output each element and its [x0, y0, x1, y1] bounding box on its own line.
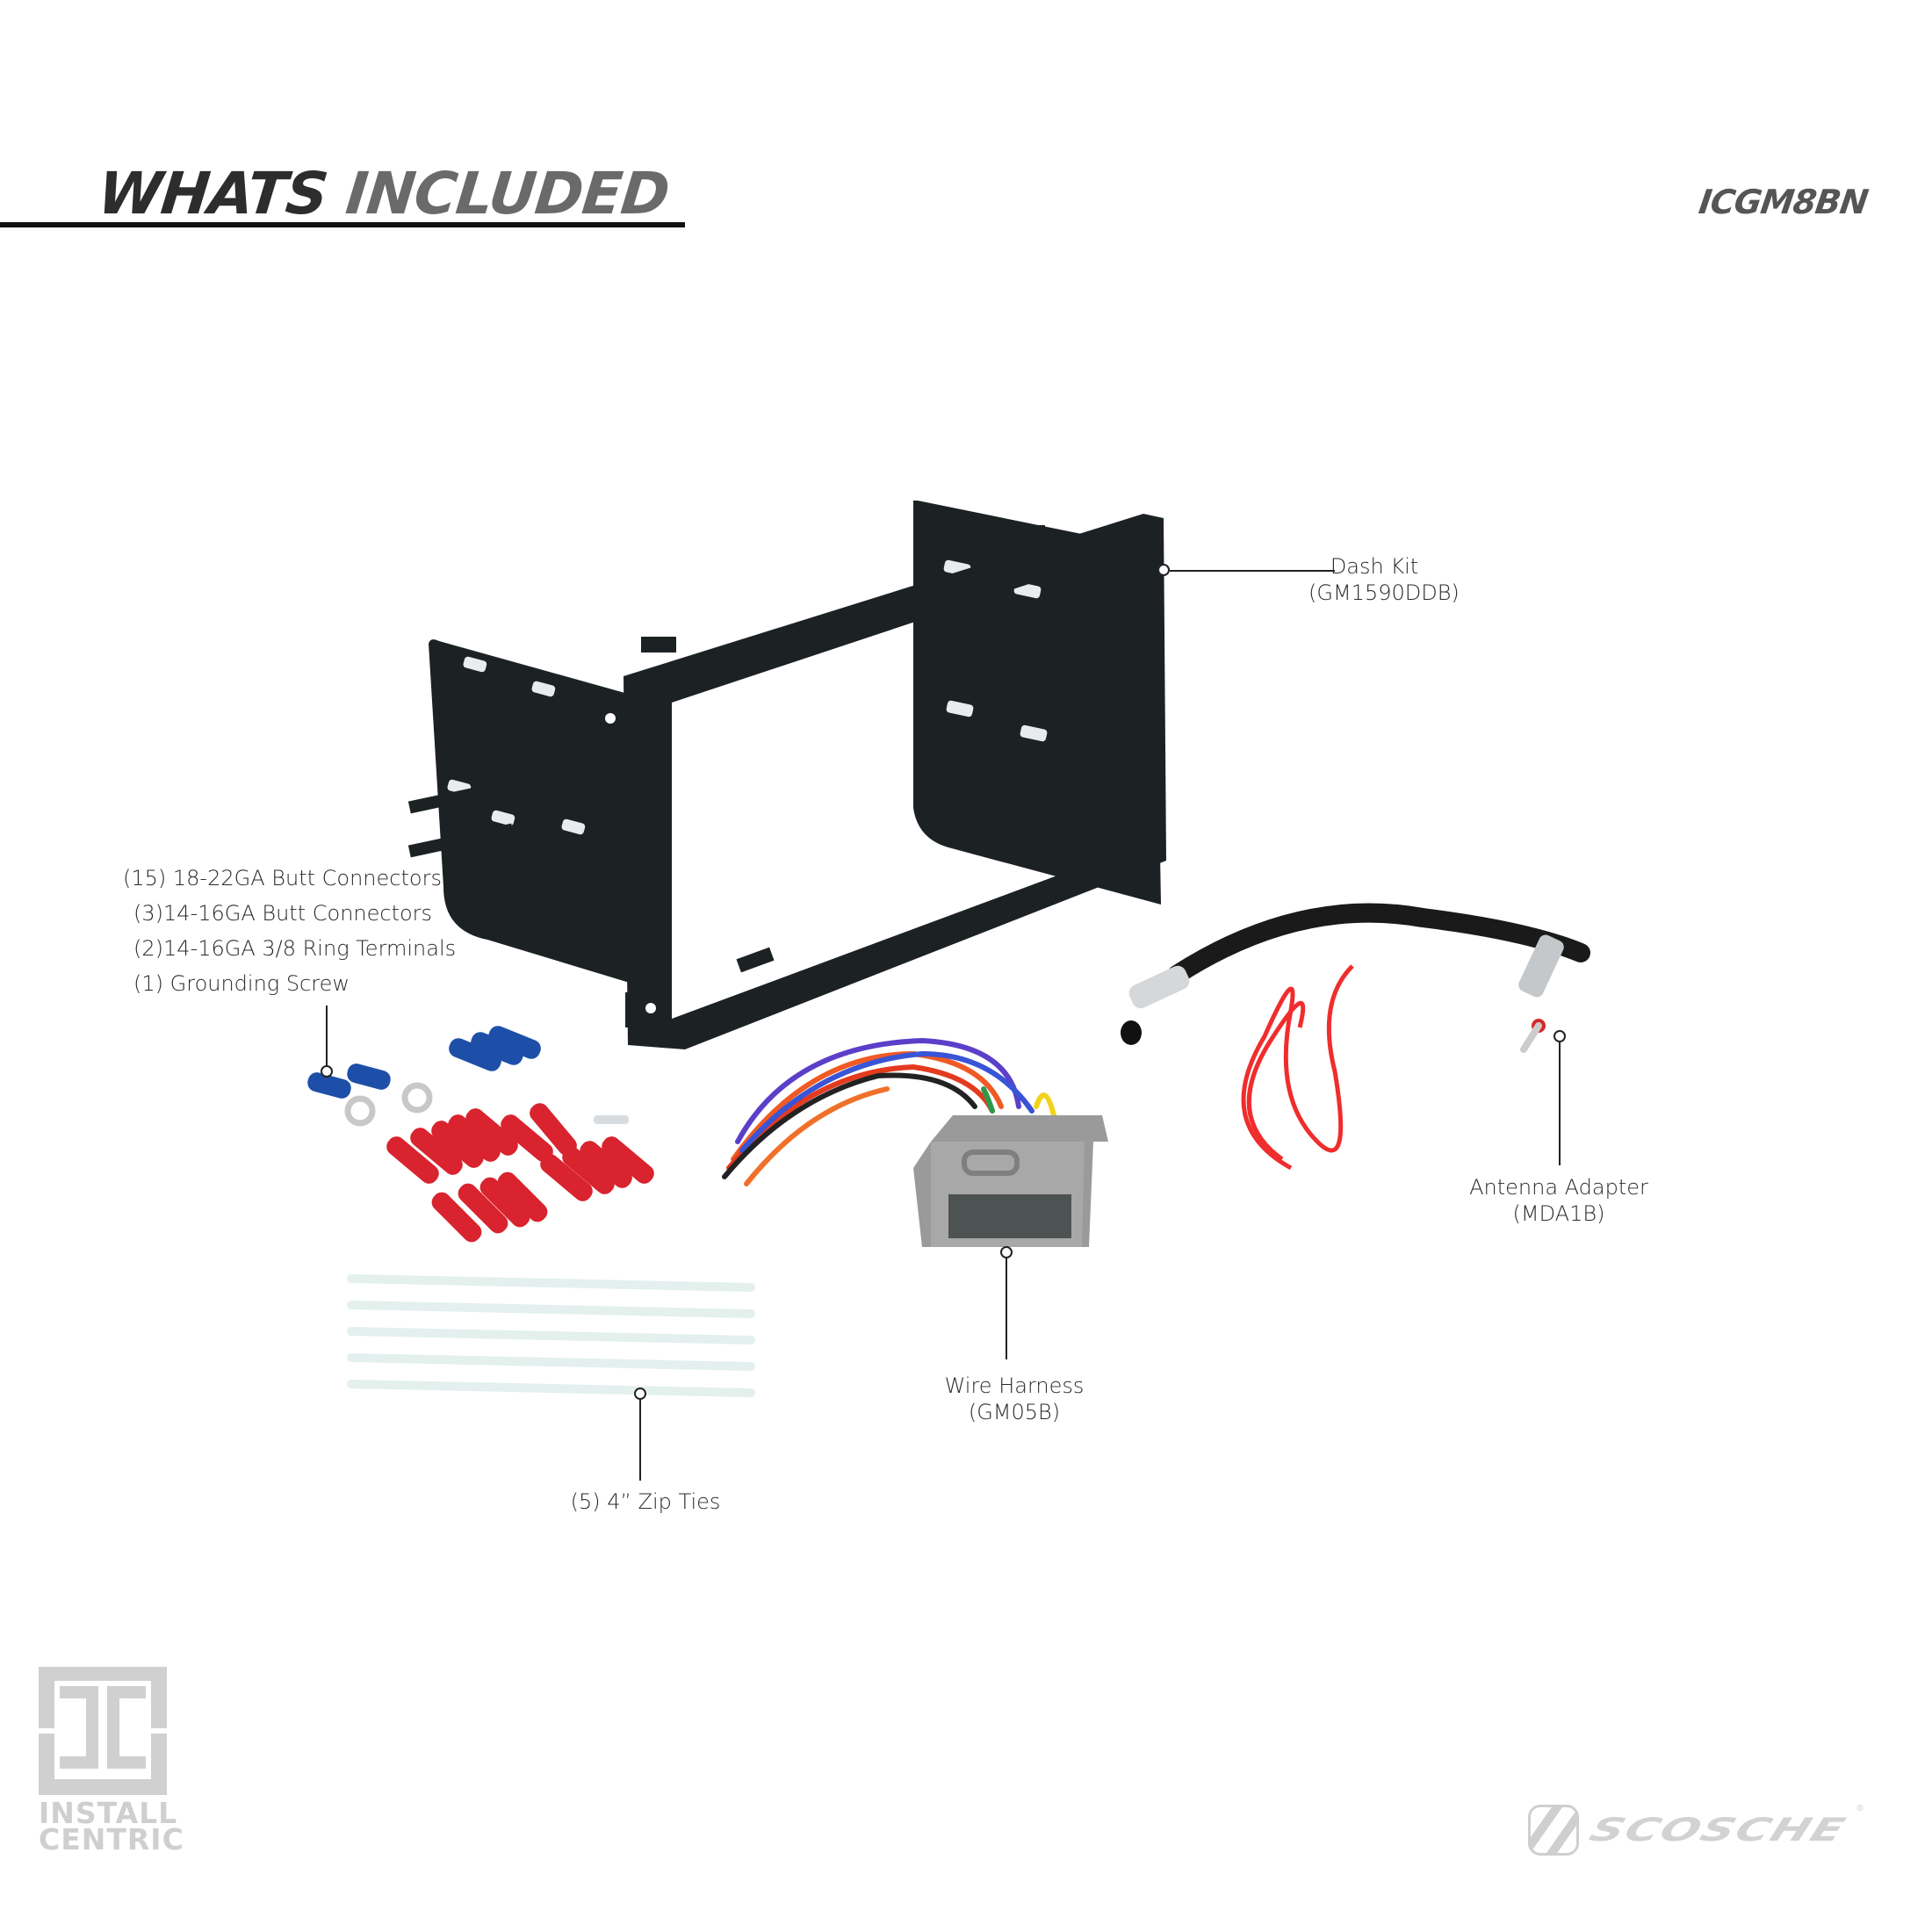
connector-item: (15) 18-22GA Butt Connectors: [123, 866, 442, 890]
zip-ties-leader-dot: [634, 1388, 646, 1400]
install-centric-text: INSTALL CENTRIC: [39, 1796, 184, 1856]
blue-connectors-image: [307, 1026, 541, 1127]
dash-kit-part: (GM1590DDB): [1308, 580, 1460, 605]
antenna-adapter-image: [1121, 903, 1590, 1053]
red-connectors-image: [386, 1103, 654, 1243]
dash-kit-leader-dot: [1157, 564, 1170, 576]
install-centric-mark: [39, 1667, 167, 1795]
harness-leader-line: [1006, 1258, 1007, 1359]
zip-ties-image: [347, 1274, 755, 1397]
harness-part: (GM05B): [968, 1400, 1061, 1424]
harness-connector-image: [913, 1115, 1108, 1247]
harness-name: Wire Harness: [944, 1373, 1085, 1398]
zip-ties-leader-line: [639, 1400, 641, 1481]
wire-harness-image: [722, 1037, 1056, 1186]
registered-mark: ®: [1856, 1804, 1864, 1813]
antenna-leader-dot: [1554, 1030, 1566, 1042]
connectors-leader-dot: [321, 1065, 333, 1078]
zip-ties-label: (5) 4” Zip Ties: [570, 1489, 721, 1514]
connector-item: (1) Grounding Screw: [133, 971, 350, 996]
grounding-screw-image: [594, 1115, 629, 1124]
connectors-leader-line: [326, 1006, 328, 1067]
connectors-list: (15) 18-22GA Butt Connectors (3)14-16GA …: [123, 861, 456, 1001]
antenna-name: Antenna Adapter: [1469, 1175, 1648, 1200]
dash-kit-image: [407, 501, 1166, 1049]
scosche-wordmark: SCOSCHE: [1584, 1812, 1852, 1849]
install-centric-logo: INSTALL CENTRIC: [39, 1667, 184, 1856]
harness-label: Wire Harness (GM05B): [940, 1373, 1089, 1425]
antenna-part: (MDA1B): [1512, 1201, 1605, 1226]
install-centric-glyph-icon: [60, 1686, 146, 1769]
dash-kit-leader-line: [1170, 570, 1335, 572]
harness-leader-dot: [1000, 1246, 1013, 1258]
connector-item: (3)14-16GA Butt Connectors: [133, 901, 433, 926]
title-underline: [0, 222, 685, 227]
scosche-badge-icon: [1528, 1805, 1579, 1856]
dash-kit-label: Dash Kit (GM1590DDB): [1308, 553, 1460, 606]
red-power-wire-image: [1241, 964, 1354, 1171]
connector-item: (2)14-16GA 3/8 Ring Terminals: [133, 936, 457, 961]
antenna-label: Antenna Adapter (MDA1B): [1458, 1174, 1660, 1227]
scosche-logo: SCOSCHE ®: [1528, 1804, 1864, 1856]
antenna-leader-line: [1559, 1042, 1561, 1165]
dash-kit-name: Dash Kit: [1330, 554, 1419, 579]
